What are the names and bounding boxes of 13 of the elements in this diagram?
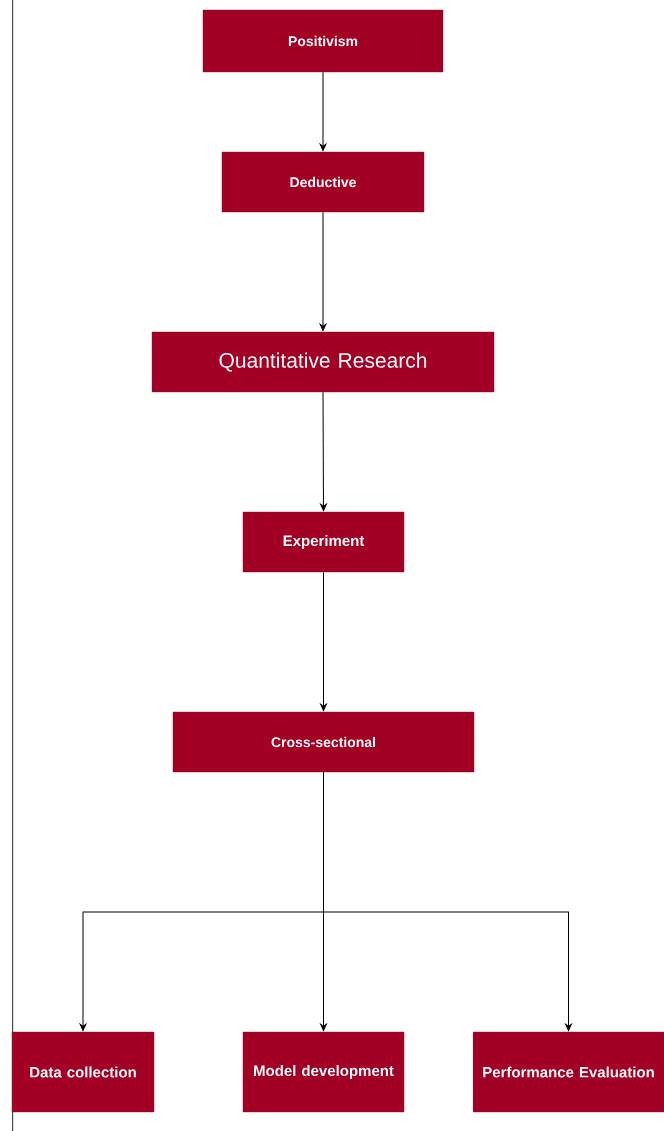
process-box: Deductive xyxy=(221,151,425,213)
arrow xyxy=(320,571,327,712)
arrow xyxy=(323,771,572,1032)
process-box: Positivism xyxy=(202,9,444,73)
arrow xyxy=(319,71,327,152)
process-box: Cross-sectional xyxy=(172,711,475,773)
process-box: Performance Evaluation xyxy=(472,1031,664,1113)
process-box: Experiment xyxy=(242,511,405,573)
process-box: Quantitative Research xyxy=(151,331,495,393)
arrow xyxy=(319,211,327,332)
arrow xyxy=(320,391,327,512)
process-box: Model development xyxy=(242,1031,405,1113)
process-box: Data collection xyxy=(11,1031,155,1113)
